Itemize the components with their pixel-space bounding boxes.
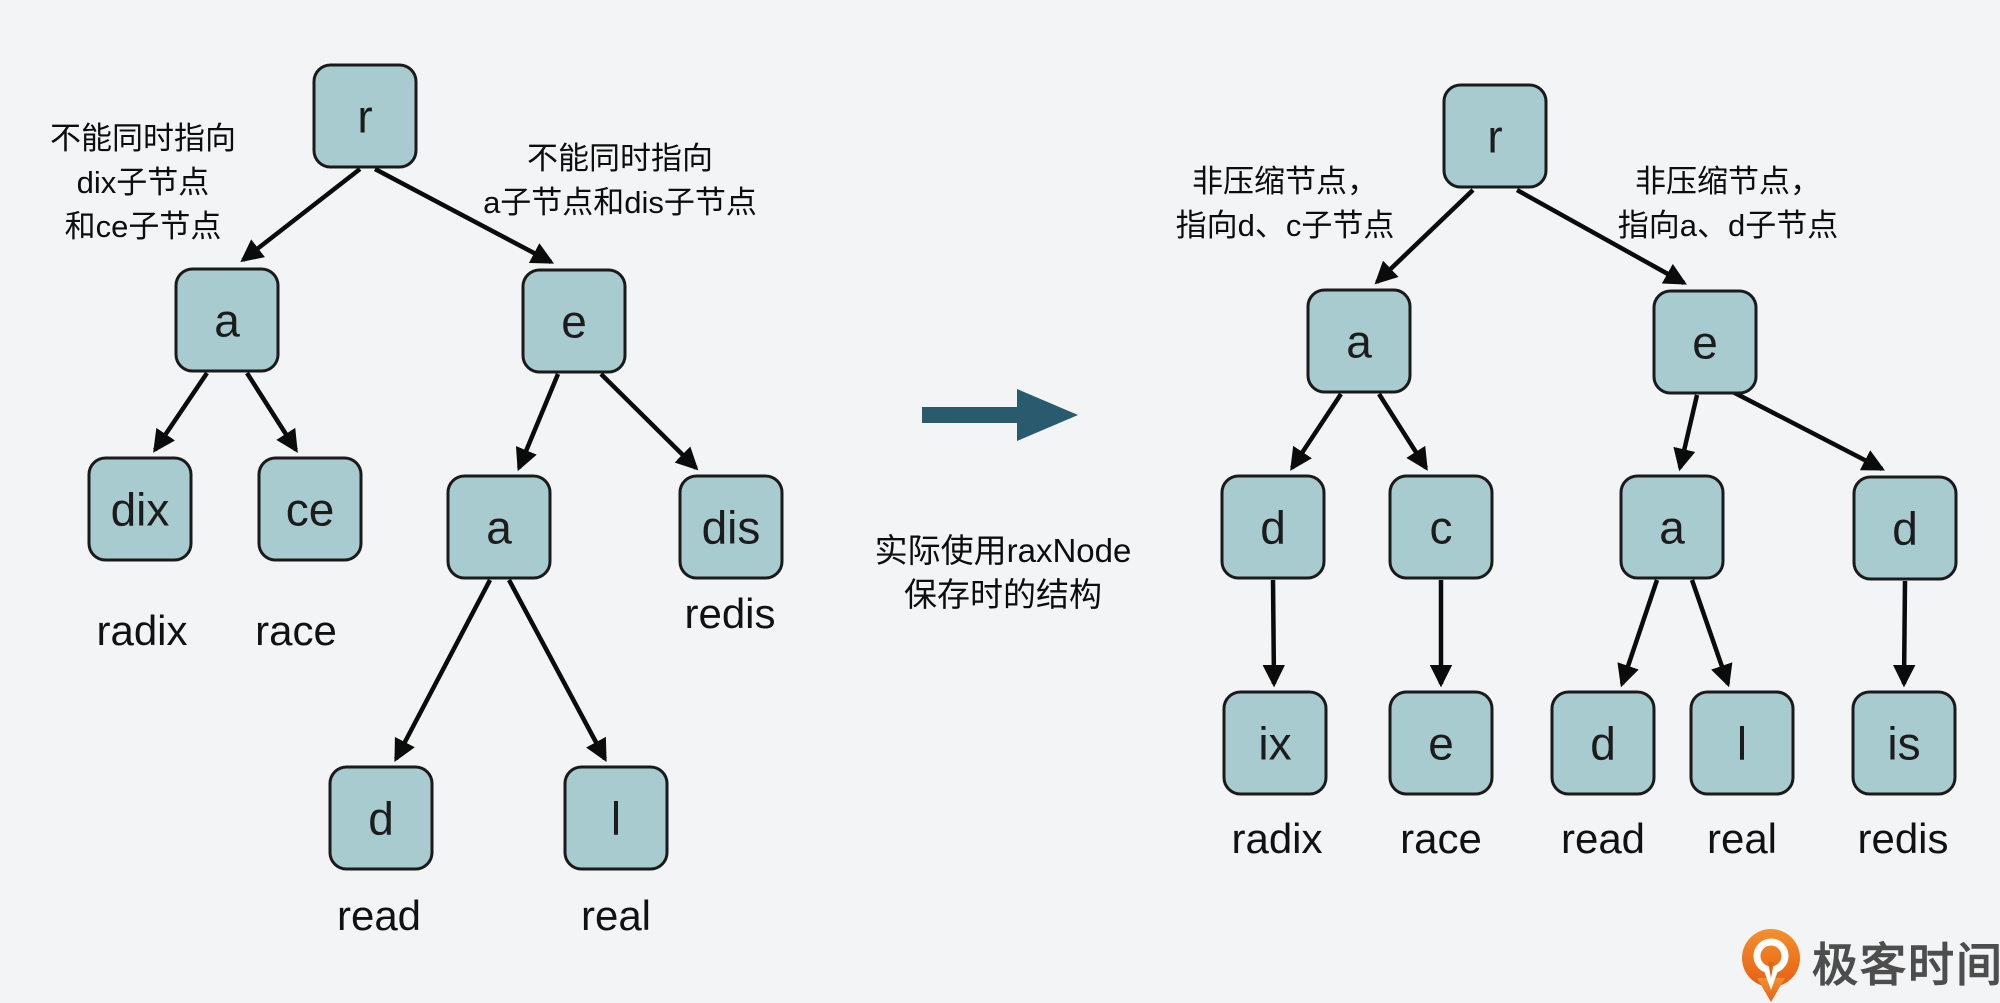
right-annotation-1-line1: 非压缩节点， bbox=[1192, 164, 1378, 199]
right-node-a2: a bbox=[1619, 474, 1725, 580]
left-node-dis: dis bbox=[678, 474, 784, 580]
right-annotation-1-line2: 指向d、c子节点 bbox=[1175, 208, 1395, 243]
left-node-l: l bbox=[563, 765, 669, 871]
left-annotation-1: 不能同时指向 dix子节点 和ce子节点 bbox=[50, 117, 236, 249]
edge-right-r-e bbox=[1515, 188, 1687, 285]
edge-right-a-d3 bbox=[1617, 579, 1660, 688]
left-word-read: read bbox=[336, 892, 422, 939]
left-node-a1: a bbox=[174, 267, 280, 373]
right-node-r: r bbox=[1442, 83, 1548, 189]
left-node-d: d bbox=[328, 765, 434, 871]
geektime-logo-icon bbox=[1742, 929, 1800, 1002]
right-word-radix: radix bbox=[1231, 815, 1323, 862]
right-annotation-1: 非压缩节点， 指向d、c子节点 bbox=[1176, 160, 1395, 248]
edge-left-r-a bbox=[240, 167, 362, 263]
edge-left-a-ce bbox=[245, 371, 298, 453]
edge-right-e-d bbox=[1729, 389, 1885, 471]
left-node-a2: a bbox=[446, 474, 552, 580]
right-node-d2: d bbox=[1852, 475, 1958, 581]
right-word-real: real bbox=[1706, 815, 1778, 862]
left-node-dix: dix bbox=[87, 456, 193, 562]
transform-caption-line1: 实际使用raxNode bbox=[874, 532, 1132, 569]
right-node-a1: a bbox=[1306, 288, 1412, 394]
left-annotation-2-line1: 不能同时指向 bbox=[527, 141, 713, 176]
right-node-e1: e bbox=[1652, 289, 1758, 395]
right-node-e2: e bbox=[1388, 690, 1494, 796]
edge-left-a-dix bbox=[153, 371, 209, 453]
right-node-c: c bbox=[1388, 474, 1494, 580]
left-node-r: r bbox=[312, 63, 418, 169]
left-word-race: race bbox=[255, 607, 337, 654]
left-word-real: real bbox=[580, 892, 652, 939]
right-annotation-2-line1: 非压缩节点， bbox=[1634, 164, 1821, 199]
right-annotation-2-line2: 指向a、d子节点 bbox=[1617, 208, 1839, 243]
edge-right-d-ix bbox=[1262, 579, 1286, 688]
edge-right-a-c bbox=[1377, 392, 1428, 471]
edge-left-a-d bbox=[394, 578, 492, 762]
left-annotation-1-line3: 和ce子节点 bbox=[64, 209, 222, 244]
left-annotation-1-line1: 不能同时指向 bbox=[50, 121, 236, 156]
edge-left-r-e bbox=[373, 167, 554, 264]
right-annotation-2: 非压缩节点， 指向a、d子节点 bbox=[1618, 160, 1838, 248]
edge-right-d-is bbox=[1892, 580, 1916, 688]
right-word-read: read bbox=[1560, 815, 1646, 862]
left-node-ce: ce bbox=[257, 456, 363, 562]
right-node-is: is bbox=[1851, 690, 1957, 796]
left-annotation-2-line2: a子节点和dis子节点 bbox=[483, 185, 757, 220]
right-word-race: race bbox=[1400, 815, 1482, 862]
edge-right-a-d bbox=[1290, 392, 1343, 471]
left-word-radix: radix bbox=[96, 607, 188, 654]
left-annotation-1-line2: dix子节点 bbox=[76, 165, 210, 200]
right-node-l: l bbox=[1689, 690, 1795, 796]
transform-arrow-icon bbox=[922, 389, 1078, 441]
edge-right-r-a bbox=[1374, 188, 1475, 285]
right-node-ix: ix bbox=[1222, 690, 1328, 796]
edge-left-e-dis bbox=[599, 372, 699, 471]
left-annotation-2: 不能同时指向 a子节点和dis子节点 bbox=[483, 137, 757, 225]
geektime-logo-text: 极客时间 bbox=[1812, 939, 2000, 991]
transform-caption: 实际使用raxNode 保存时的结构 bbox=[875, 529, 1132, 617]
right-node-d1: d bbox=[1220, 474, 1326, 580]
edge-right-a-l bbox=[1689, 579, 1733, 688]
right-node-d3: d bbox=[1550, 690, 1656, 796]
edge-left-a-l bbox=[507, 578, 607, 762]
left-word-redis: redis bbox=[684, 590, 776, 637]
right-word-redis: redis bbox=[1857, 815, 1949, 862]
left-node-e: e bbox=[521, 268, 627, 374]
edge-right-e-a bbox=[1673, 394, 1700, 472]
transform-caption-line2: 保存时的结构 bbox=[903, 576, 1102, 613]
edge-left-e-a bbox=[515, 373, 561, 472]
